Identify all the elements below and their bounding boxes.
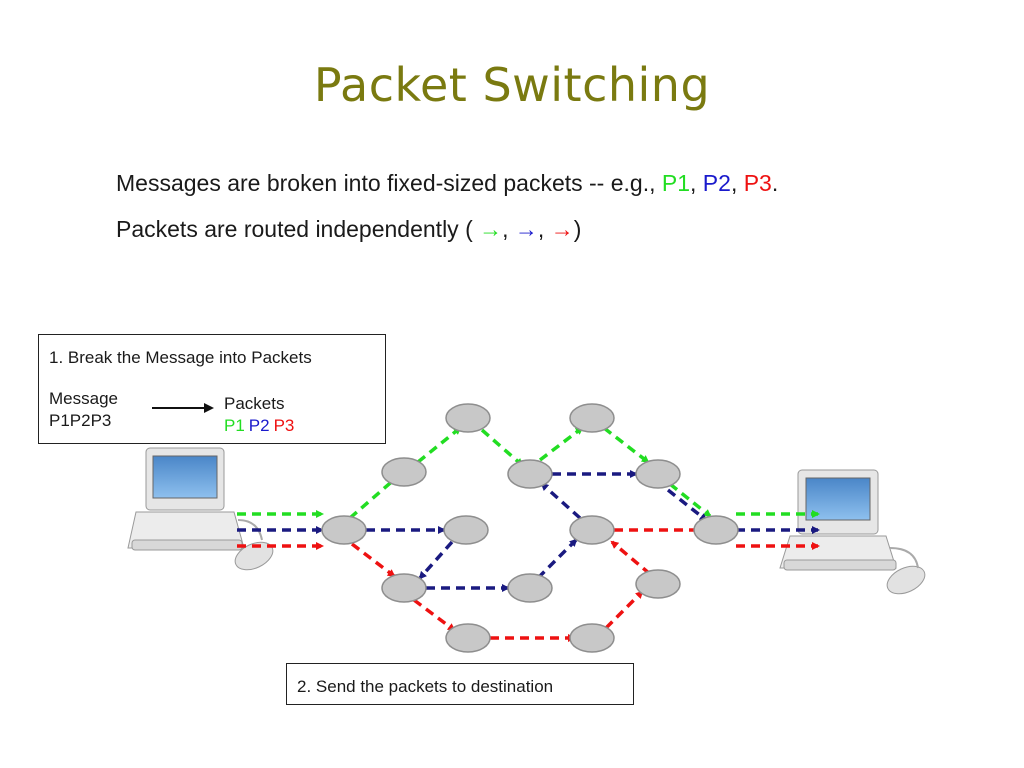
red-arrow-icon: → [550,216,574,242]
close-paren: ) [573,216,582,242]
message-label: Message [49,389,118,408]
right-arrow-icon [152,403,214,413]
p3-route [237,526,820,642]
router-node [635,459,681,489]
message-value: P1P2P3 [49,411,112,430]
p3-label: P3 [743,170,772,196]
router-node [569,515,615,545]
step-2-box: 2. Send the packets to destination [286,663,634,705]
router-node [321,515,367,545]
p1-label: P1 [661,170,691,196]
router-node [693,515,739,545]
separator: , [730,170,744,196]
separator: , [690,170,703,196]
bullet-1-text: Messages are broken into fixed-sized pac… [116,170,662,196]
separator: , [537,216,551,242]
router-node [569,403,615,433]
blue-arrow-icon: → [514,216,538,242]
p1-route [237,426,820,520]
router-node [381,457,427,487]
packet-p1: P1 [224,416,245,435]
router-node [445,403,491,433]
packet-p2: P2 [248,416,270,435]
step-2-heading: 2. Send the packets to destination [297,677,554,696]
period: . [771,170,779,196]
step-1-box: 1. Break the Message into Packets Messag… [38,334,386,444]
router-node [569,623,615,653]
packet-p3: P3 [273,416,295,435]
router-node [635,569,681,599]
p2-label: P2 [702,170,731,196]
destination-computer-icon [779,469,926,595]
router-node [381,573,427,603]
slide-title: Packet Switching [313,58,711,112]
green-arrow-icon: → [479,216,503,242]
bullet-message-packets: Messages are broken into fixed-sized pac… [116,170,778,197]
router-nodes [321,403,739,653]
router-node [445,623,491,653]
message-block: Message P1P2P3 [49,388,118,432]
separator: , [502,216,515,242]
router-node [443,515,489,545]
bullet-routing: Packets are routed independently ( →, →,… [116,216,581,243]
packets-label: Packets [224,394,285,413]
step-1-heading: 1. Break the Message into Packets [49,348,312,367]
bullet-2-text: Packets are routed independently ( [116,216,480,242]
router-node [507,459,553,489]
source-computer-icon [127,447,274,571]
p2-route [237,470,820,592]
router-node [507,573,553,603]
